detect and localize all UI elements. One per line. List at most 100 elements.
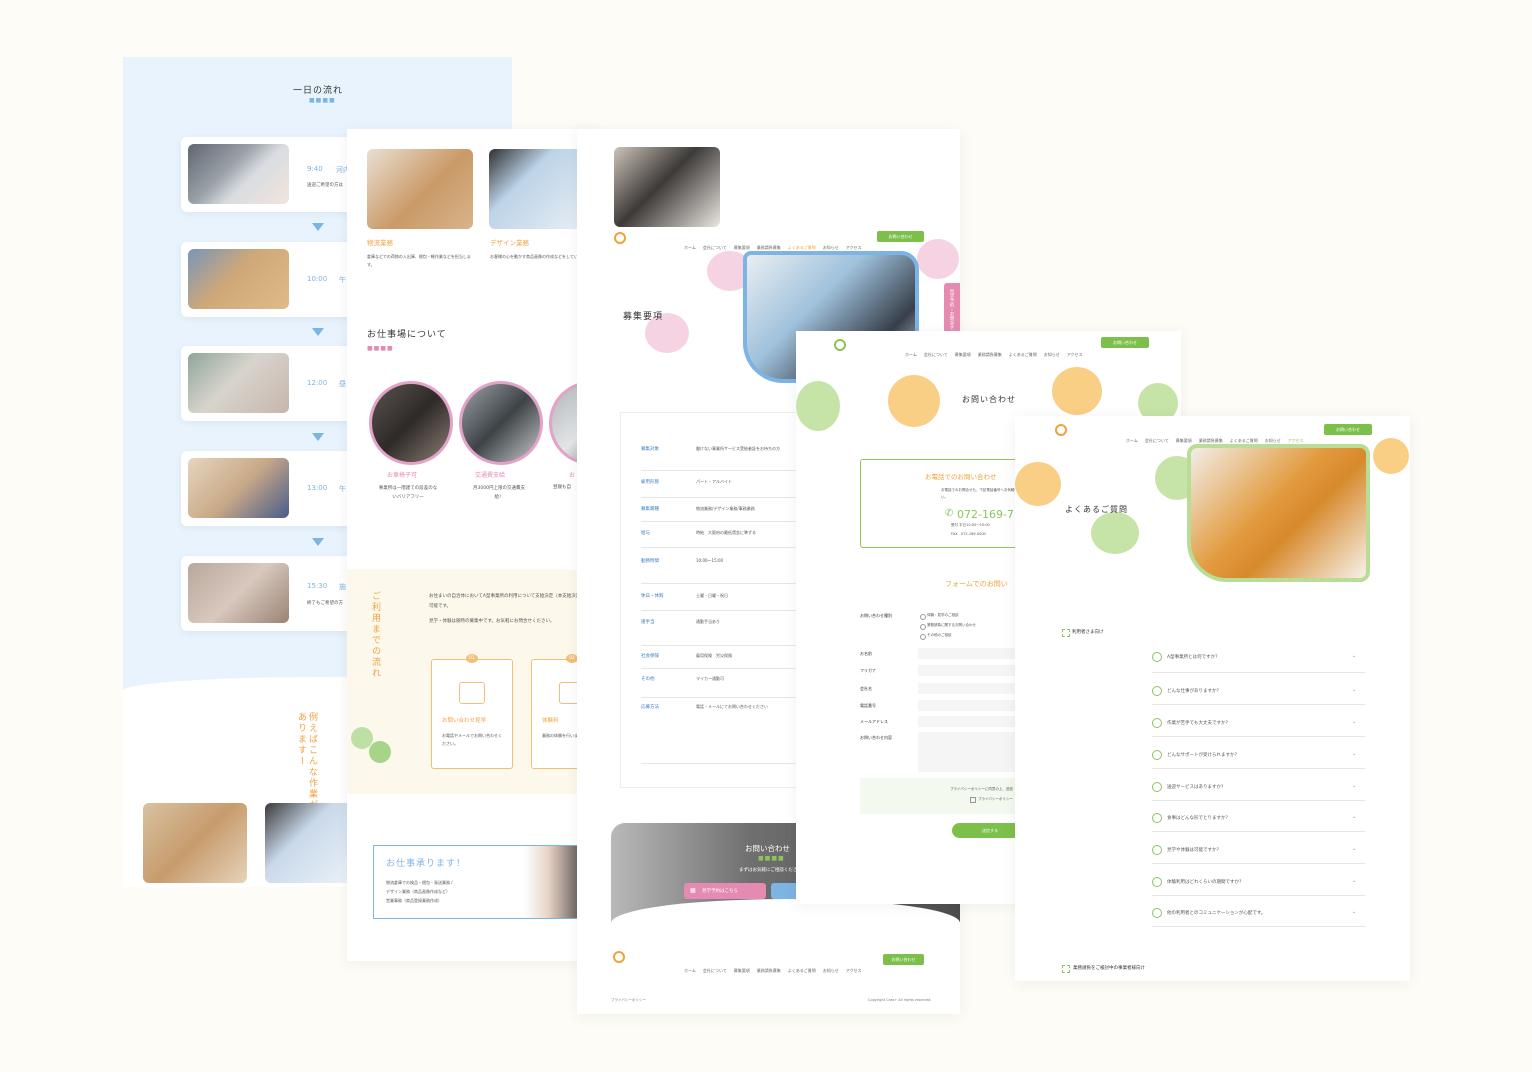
footer-contact-button[interactable]: お問い合わせ bbox=[883, 954, 924, 965]
footer-nav: ホーム 会社について 募集要項 業務請負募集 よくあるご質問 お知らせ アクセス bbox=[684, 957, 869, 976]
step-number: 02 bbox=[566, 654, 578, 663]
q-icon bbox=[1152, 908, 1162, 918]
form-title: フォームでのお問い bbox=[945, 580, 1008, 588]
privacy-check-label: プライバシーポリシー bbox=[978, 797, 1013, 801]
row-label: 諸手当 bbox=[641, 620, 655, 625]
nav-access[interactable]: アクセス bbox=[1066, 352, 1083, 357]
nav-news[interactable]: お知らせ bbox=[822, 245, 839, 250]
row-label: 給与 bbox=[641, 531, 650, 536]
chevron-down-icon[interactable]: ⌄ bbox=[1352, 909, 1357, 915]
footer-nav-recruit[interactable]: 募集要項 bbox=[733, 968, 750, 973]
flow-arrow bbox=[312, 538, 324, 546]
radio-button[interactable] bbox=[920, 624, 926, 630]
faq-question[interactable]: 食事はどんな形でとりますか？ bbox=[1167, 816, 1230, 821]
faq-title: よくあるご質問 bbox=[1065, 505, 1128, 514]
work-card-text: 倉庫などでの荷物の入出庫、梱包・軽作業などを担当します。 bbox=[367, 254, 471, 267]
radio-label: その他のご相談 bbox=[927, 633, 952, 637]
nav-home[interactable]: ホーム bbox=[905, 352, 917, 357]
flow-title-dots: ■■■■ bbox=[309, 97, 336, 104]
chevron-down-icon[interactable]: ⌄ bbox=[1352, 751, 1357, 757]
chevron-down-icon[interactable]: ⌄ bbox=[1352, 653, 1357, 659]
nav-contact-button[interactable]: お問い合わせ bbox=[1101, 337, 1149, 348]
faq-question[interactable]: どんなサポートが受けられますか？ bbox=[1167, 753, 1239, 758]
chevron-down-icon[interactable]: ⌄ bbox=[1352, 878, 1357, 884]
nav-recruit[interactable]: 募集要項 bbox=[733, 245, 750, 250]
submit-button[interactable]: 送信する bbox=[952, 823, 1028, 838]
row-text: 働けない事業所サービス受給者証をお持ちの方 bbox=[696, 446, 780, 451]
flow-head: 河内 bbox=[336, 166, 350, 174]
nav-faq[interactable]: よくあるご質問 bbox=[787, 245, 816, 250]
privacy-text: プライバシーポリシーに同意の上、送信 bbox=[950, 787, 1013, 791]
clover-icon bbox=[369, 741, 391, 763]
logo-icon bbox=[1055, 424, 1067, 436]
nav-news[interactable]: お知らせ bbox=[1043, 352, 1060, 357]
nav-about[interactable]: 会社について bbox=[923, 352, 948, 357]
footer-nav-news[interactable]: お知らせ bbox=[822, 968, 839, 973]
feature-text: 事業所は一階建ての段差のないバリアフリー bbox=[378, 486, 438, 500]
email-input[interactable] bbox=[918, 716, 1028, 727]
faq-question[interactable]: 見学や体験は可能ですか？ bbox=[1167, 848, 1221, 853]
recruit-photo-laptop bbox=[614, 147, 720, 227]
faq-question[interactable]: 送迎サービスはありますか？ bbox=[1167, 785, 1226, 790]
nav-faq[interactable]: よくあるご質問 bbox=[1008, 352, 1037, 357]
row-label: 募集対象 bbox=[641, 447, 659, 452]
nav-about[interactable]: 会社について bbox=[702, 245, 727, 250]
top-nav: ホーム 会社について 募集要項 業務請負募集 よくあるご質問 お知らせ アクセス bbox=[684, 234, 869, 253]
footer-nav-home[interactable]: ホーム bbox=[684, 968, 696, 973]
logo-icon bbox=[614, 232, 626, 244]
chevron-down-icon[interactable]: ⌄ bbox=[1352, 814, 1357, 820]
radio-button[interactable] bbox=[920, 634, 926, 640]
message-textarea[interactable] bbox=[918, 732, 1028, 772]
row-text: マイカー通勤可 bbox=[696, 676, 724, 681]
nav-contract[interactable]: 業務請負募集 bbox=[977, 352, 1002, 357]
nav-contact-button[interactable]: お問い合わせ bbox=[877, 231, 924, 242]
row-divider bbox=[641, 697, 941, 698]
top-nav: ホーム 会社について 募集要項 業務請負募集 よくあるご質問 お知らせ アクセス bbox=[1126, 427, 1311, 446]
nav-faq[interactable]: よくあるご質問 bbox=[1229, 438, 1258, 443]
nav-contract[interactable]: 業務請負募集 bbox=[756, 245, 781, 250]
line-button[interactable] bbox=[771, 883, 801, 899]
recruit-title: 募集要項 bbox=[623, 312, 664, 322]
row-divider bbox=[641, 668, 941, 669]
faq-divider bbox=[1152, 736, 1365, 737]
logo-icon bbox=[834, 339, 846, 351]
faq-divider bbox=[1152, 895, 1365, 896]
footer-nav-faq[interactable]: よくあるご質問 bbox=[787, 968, 816, 973]
kana-input[interactable] bbox=[918, 665, 1028, 676]
nav-access[interactable]: アクセス bbox=[1287, 438, 1304, 443]
nav-home[interactable]: ホーム bbox=[684, 245, 696, 250]
nav-news[interactable]: お知らせ bbox=[1264, 438, 1281, 443]
company-input[interactable] bbox=[918, 683, 1028, 694]
nav-contract[interactable]: 業務請負募集 bbox=[1198, 438, 1223, 443]
privacy-link[interactable]: プライバシーポリシー bbox=[611, 998, 646, 1002]
nav-home[interactable]: ホーム bbox=[1126, 438, 1138, 443]
name-input[interactable] bbox=[918, 648, 1028, 659]
chevron-down-icon[interactable]: ⌄ bbox=[1352, 783, 1357, 789]
work-card-text: お客様の心を動かす商品画像の作成などをしています。 bbox=[490, 254, 590, 259]
faq-question[interactable]: 他の利用者とのコミュニケーションが心配です。 bbox=[1167, 911, 1266, 916]
faq-question[interactable]: どんな仕事がありますか？ bbox=[1167, 689, 1221, 694]
privacy-checkbox[interactable] bbox=[970, 797, 976, 803]
nav-recruit[interactable]: 募集要項 bbox=[954, 352, 971, 357]
footer-nav-about[interactable]: 会社について bbox=[702, 968, 727, 973]
visit-button[interactable]: ▦ 見学予約はこちら bbox=[684, 883, 766, 899]
footer-nav-access[interactable]: アクセス bbox=[845, 968, 862, 973]
faq-question[interactable]: 体験利用はどれくらいの期間ですか？ bbox=[1167, 880, 1244, 885]
faq-question[interactable]: A型事業所とは何ですか？ bbox=[1167, 655, 1220, 660]
phone-icon bbox=[459, 682, 485, 704]
nav-contact-button[interactable]: お問い合わせ bbox=[1324, 424, 1372, 435]
faq-question[interactable]: 作業が苦手でも大丈夫ですか？ bbox=[1167, 721, 1230, 726]
footer-nav-contract[interactable]: 業務請負募集 bbox=[756, 968, 781, 973]
q-icon bbox=[1152, 686, 1162, 696]
flow-head: 午 bbox=[339, 276, 346, 284]
chevron-down-icon[interactable]: ⌄ bbox=[1352, 846, 1357, 852]
section-icon bbox=[1062, 965, 1070, 973]
nav-access[interactable]: アクセス bbox=[845, 245, 862, 250]
nav-about[interactable]: 会社について bbox=[1144, 438, 1169, 443]
radio-button[interactable] bbox=[920, 614, 926, 620]
chevron-down-icon[interactable]: ⌄ bbox=[1352, 687, 1357, 693]
flow-title: 一日の流れ bbox=[293, 86, 344, 96]
chevron-down-icon[interactable]: ⌄ bbox=[1352, 719, 1357, 725]
nav-recruit[interactable]: 募集要項 bbox=[1175, 438, 1192, 443]
phone-input[interactable] bbox=[918, 700, 1028, 711]
